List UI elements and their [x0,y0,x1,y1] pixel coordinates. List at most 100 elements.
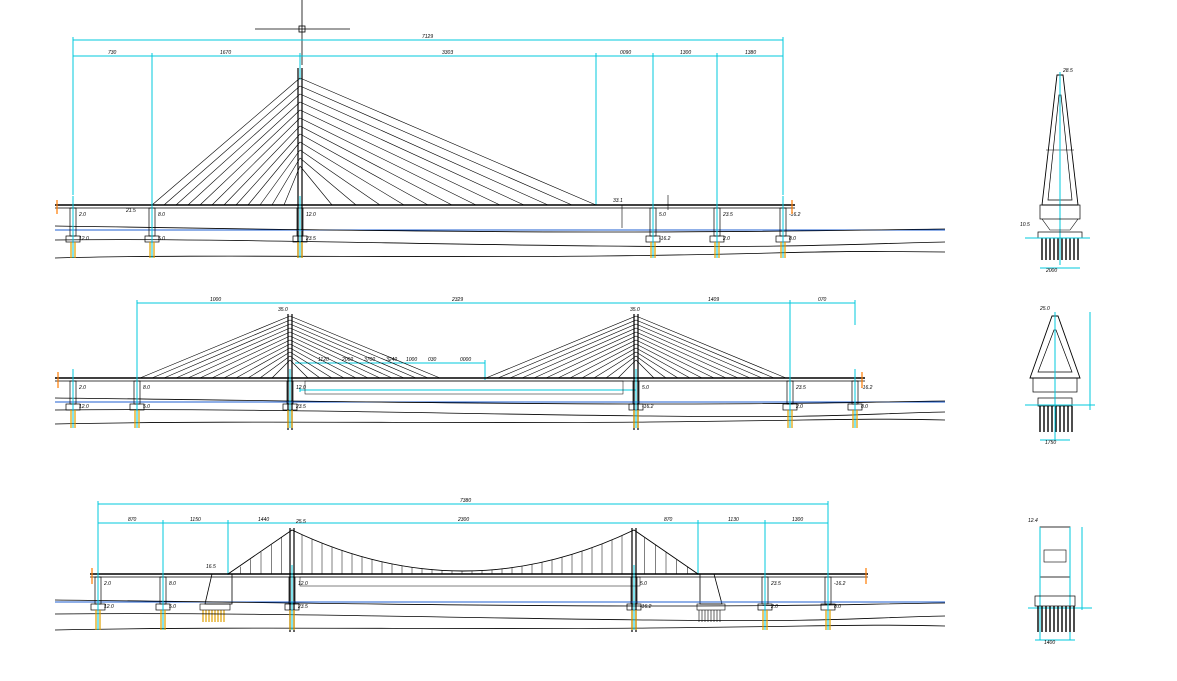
stay-cable [635,335,727,379]
pier: -16.28.0 [820,565,846,630]
cad-crosshair-cursor [255,0,350,65]
stay-cable [605,355,637,379]
dim-text: 1670 [220,50,231,56]
pier-tag: -16.2 [659,236,671,242]
elev-tag: 35.0 [278,307,288,313]
stay-cable [635,359,655,379]
stay-cable [187,101,301,206]
pier-tag: 2.0 [103,581,111,587]
pier: -16.28.0 [847,369,873,428]
stay-cable [211,117,301,206]
pier-tag: 23.5 [795,385,806,391]
stay-cable [299,141,405,206]
stay-cable [289,347,345,379]
pier-tag: 12.0 [298,581,308,587]
dim-text: 0000 [460,357,471,363]
pier-tag: 12.0 [306,212,316,218]
dim-text: 1300 [792,517,803,523]
stay-cable [635,319,775,379]
stay-cable [635,355,667,379]
pier: 2.0 12.0 [90,565,114,630]
stay-cable [175,327,291,379]
cross-section-1-pylon: 28.5 10.5 2000 [1020,68,1090,274]
stay-cable [289,319,429,379]
pier-tag: 8.0 [143,385,150,391]
elev-tag: 12.4 [1028,518,1038,524]
pier-tag: 12.0 [79,236,89,242]
elevation-3-suspension: 7380 870 1150 1440 2300 870 1130 1300 [54,200,946,632]
pier-tag: 12.0 [104,604,114,610]
dim-text: 730 [108,50,117,56]
pier: 12.0 23.5 [282,369,306,428]
stay-cable [259,149,301,206]
pier-tag: 8.0 [789,236,796,242]
elev-tag: 16.5 [206,564,216,570]
stay-cable [163,85,301,206]
stay-cable [581,347,637,379]
dim-text: 1750 [1045,440,1056,446]
elev-tag: 10.5 [1020,222,1030,228]
pier-tag: 2.0 [78,385,86,391]
pier: 23.52.0 [709,196,733,258]
anchor-pile-group-left [199,603,231,622]
stay-cable [259,355,291,379]
dim-text: 2060 [341,357,353,363]
dim-text: 1400 [1044,640,1055,646]
cross-section-2-pylon: 25.0 1750 [1025,306,1095,446]
stay-cable [223,343,291,379]
stay-cable [635,323,763,379]
dim-text: 1000 [210,297,221,303]
stay-cable [175,93,301,206]
pier-tag: -16.2 [640,604,652,610]
pier-tag: 2.0 [78,212,86,218]
stay-cable [533,331,637,379]
elevation-1-cable-stayed: 7129 730 1670 3303 0090 1300 1380 2.01 [54,34,946,259]
stay-cable [557,339,637,379]
elev-tag: 35.0 [630,307,640,313]
stay-cable [299,93,549,206]
pier-tag: 23.5 [295,404,306,410]
stay-cable [211,339,291,379]
stay-cable [163,323,291,379]
pier-tag: 12.0 [296,385,306,391]
stay-cable [299,85,573,206]
stay-cable [299,165,333,206]
pier: 2.0 12.0 [65,196,89,258]
cross-section-3-tower: 12.4 1400 [1028,518,1092,646]
stay-cable [299,133,429,206]
stay-cable [299,109,501,206]
dim-text: 070 [818,297,827,303]
stay-cable [521,327,637,379]
dim-text: 7380 [460,498,471,504]
stay-cable [289,331,393,379]
stay-cable [617,359,637,379]
stay-cable [635,327,751,379]
stay-cable [569,343,637,379]
stay-cable [247,141,301,206]
stay-cable [289,315,441,379]
pier-tag: 8.0 [834,604,841,610]
stay-cable [485,315,637,379]
dim-text: 3240 [386,357,397,363]
stay-cable [289,359,309,379]
stay-cable [187,331,291,379]
stay-cable [635,343,703,379]
pier-tag: 12.0 [79,404,89,410]
elevation-3-dimensions: 7380 870 1150 1440 2300 870 1130 1300 [97,498,829,575]
pier-tag: 5.0 [659,212,666,218]
elevation-3-piers: 2.012.08.05.012.023.55.0-16.223.52.0-16.… [90,565,846,630]
stay-cable [289,327,405,379]
pier-tag: 5.0 [169,604,176,610]
pier-tag: 2.0 [795,404,803,410]
elevation-1-piers: 2.012.08.05.012.023.55.0-16.223.52.0-16.… [65,196,801,258]
stay-cable [289,343,357,379]
dim-text: 1300 [680,50,691,56]
pier: 8.05.0 [155,565,176,630]
pier: 5.0-16.2 [628,369,654,428]
pier-tag: 23.5 [770,581,781,587]
elev-tag: 33.1 [613,198,623,204]
stay-cable [289,339,369,379]
stay-cable [299,101,525,206]
stay-cable [151,319,291,379]
